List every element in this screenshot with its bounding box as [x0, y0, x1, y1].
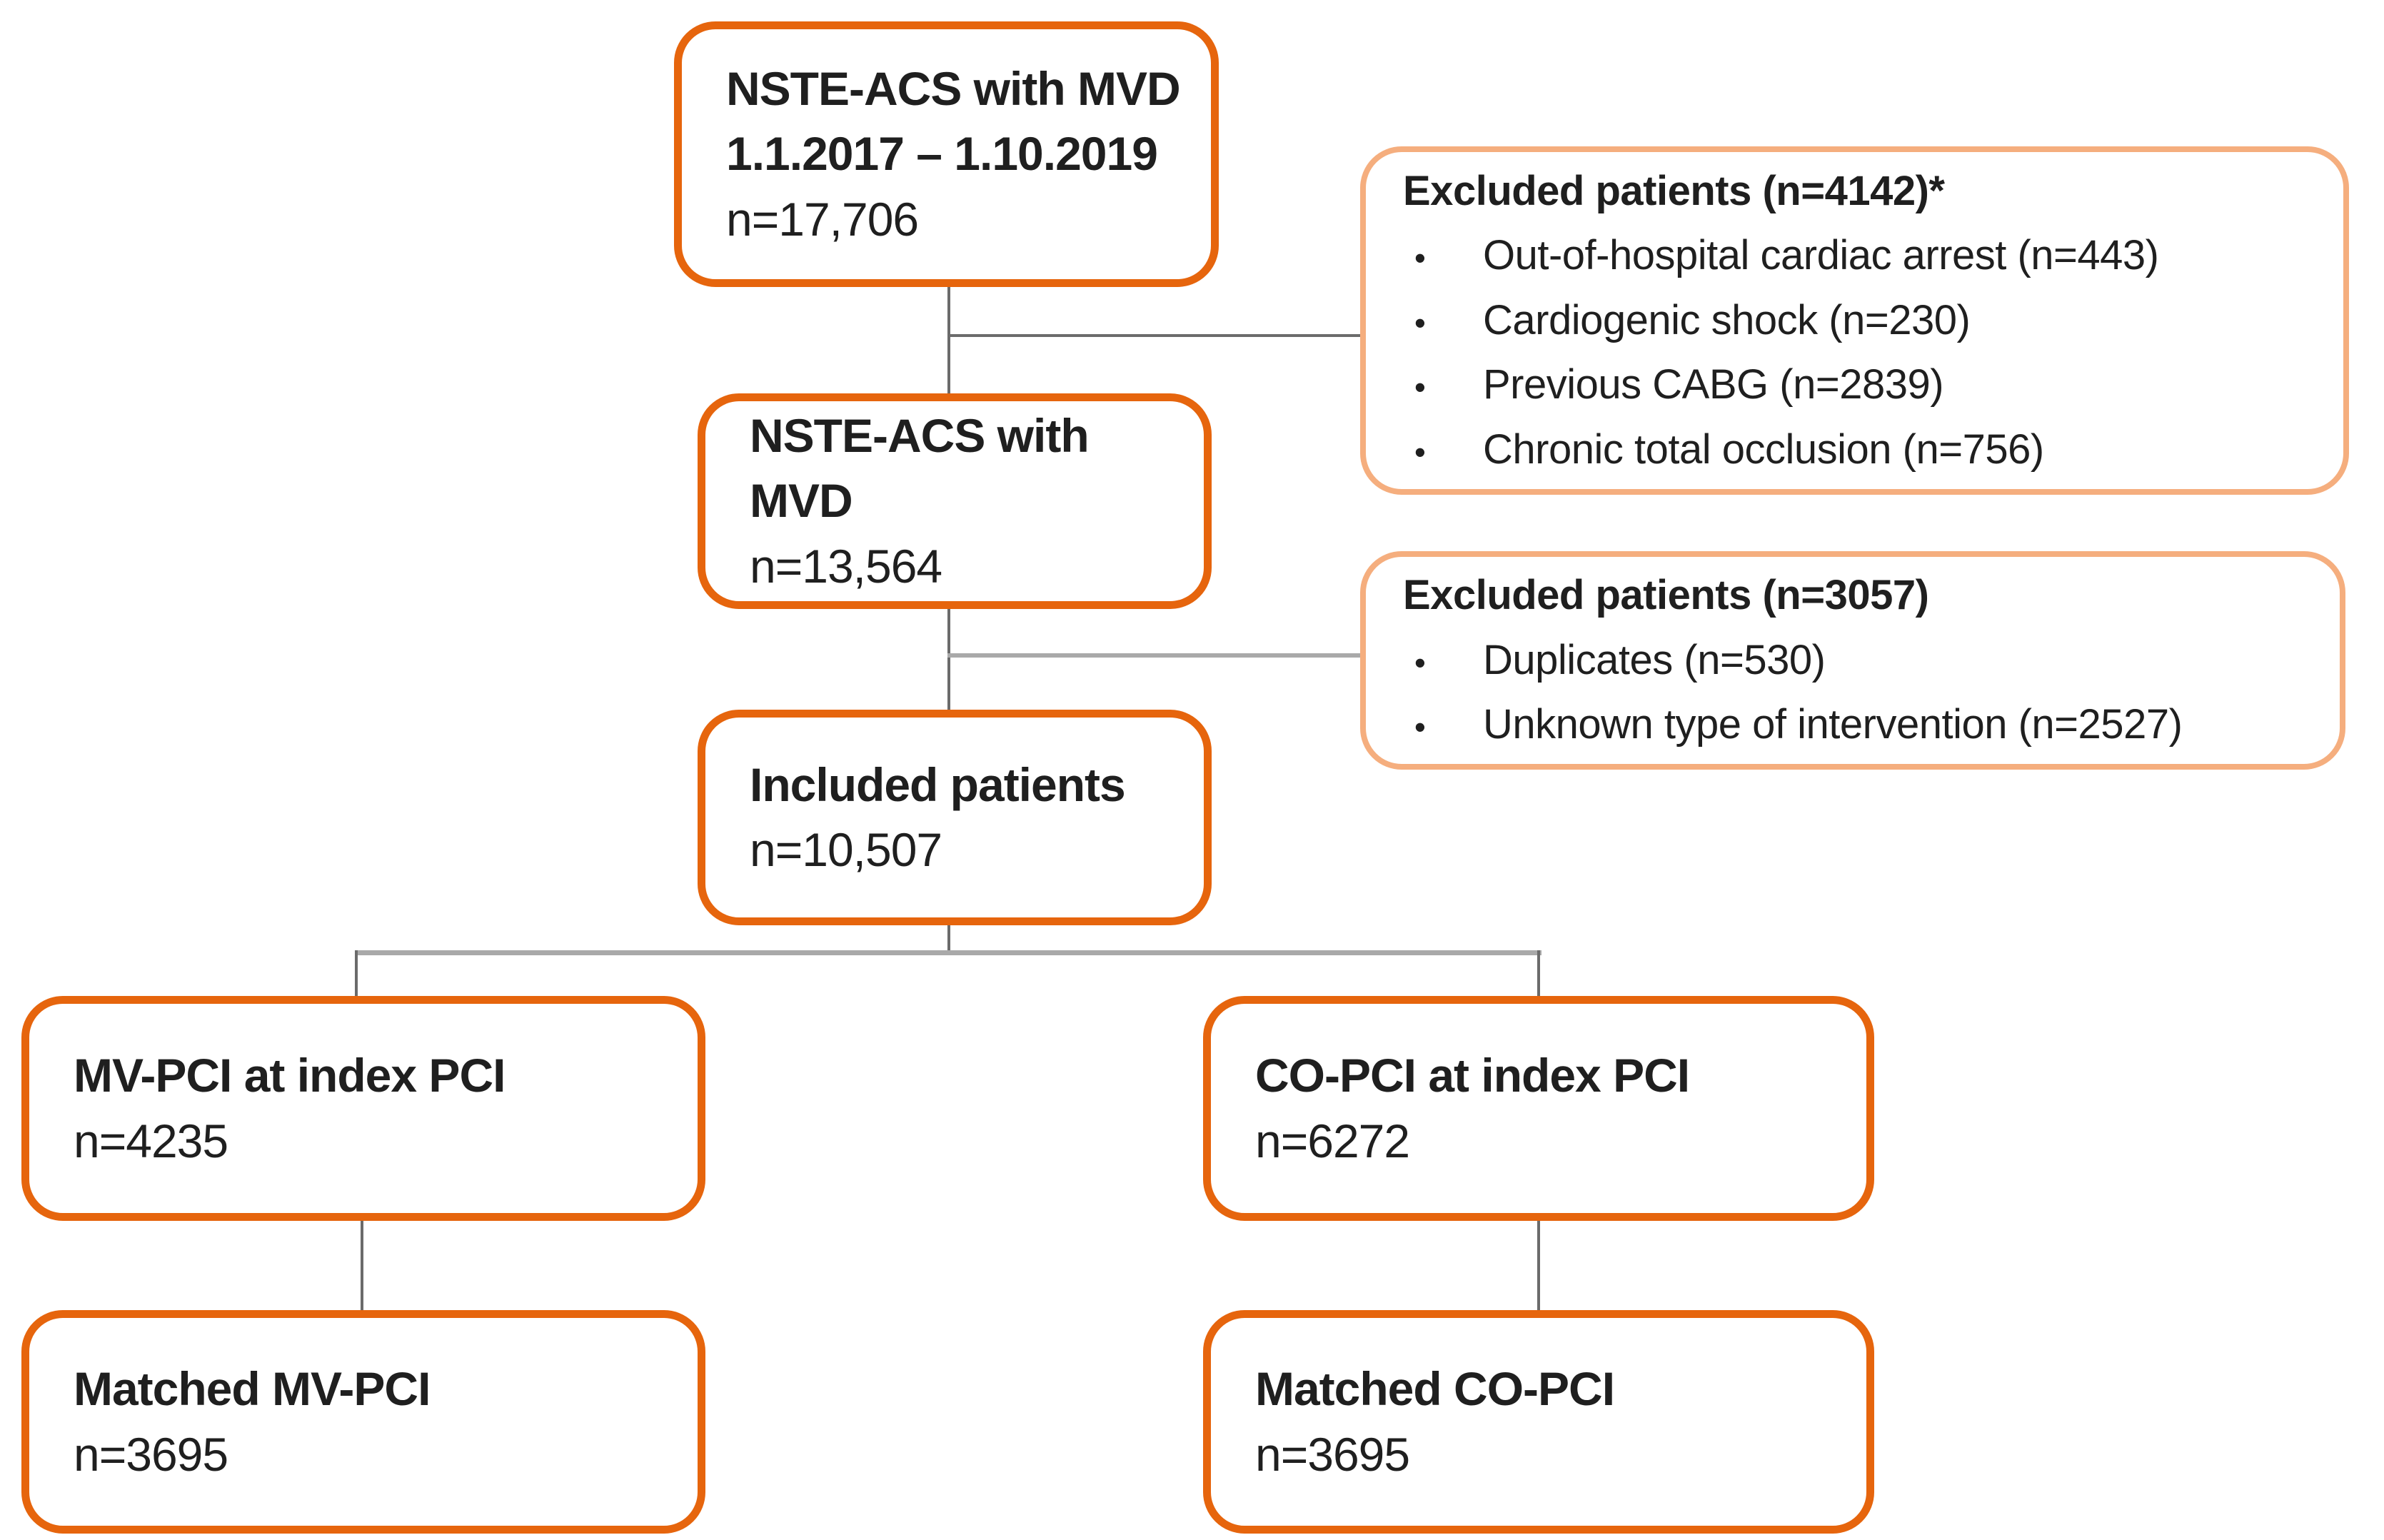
node-count: n=4235: [74, 1114, 228, 1167]
node-title: MV-PCI at index PCI: [74, 1049, 506, 1102]
node-count: n=6272: [1255, 1114, 1410, 1167]
connector-copci-to-matched: [1537, 1219, 1540, 1312]
list-item-label: Chronic total occlusion (n=756): [1483, 426, 2044, 473]
node-title: Excluded patients (n=3057): [1403, 572, 1929, 619]
list-item-label: Duplicates (n=530): [1483, 636, 1826, 683]
node-title: CO-PCI at index PCI: [1255, 1049, 1690, 1102]
connector-split-right-drop: [1537, 950, 1540, 1002]
node-excluded-patients-2: Excluded patients (n=3057) • Duplicates …: [1360, 551, 2345, 770]
node-title: Matched MV-PCI: [74, 1362, 431, 1416]
node-matched-mv-pci: Matched MV-PCI n=3695: [21, 1310, 705, 1534]
connector-split-horizontal: [355, 950, 1541, 955]
node-matched-co-pci: Matched CO-PCI n=3695: [1203, 1310, 1874, 1534]
bullet-icon: •: [1414, 240, 1426, 277]
connector-included-to-split: [947, 922, 950, 955]
node-initial-population: NSTE-ACS with MVD 1.1.2017 – 1.10.2019 n…: [674, 21, 1219, 287]
list-item-label: Out-of-hospital cardiac arrest (n=443): [1483, 232, 2159, 279]
connector-mvpci-to-matched: [361, 1219, 363, 1312]
node-title: NSTE-ACS with MVD: [726, 62, 1181, 116]
list-item: • Out-of-hospital cardiac arrest (n=443): [1403, 223, 2318, 288]
list-item-label: Unknown type of intervention (n=2527): [1483, 701, 2183, 748]
connector-split-left-drop: [355, 950, 358, 1002]
node-title: Excluded patients (n=4142)*: [1403, 167, 1945, 214]
node-count: n=13,564: [750, 539, 942, 593]
node-count: n=3695: [1255, 1427, 1410, 1481]
node-count: n=17,706: [726, 192, 919, 246]
connector-initial-to-nste: [947, 284, 950, 397]
node-title: NSTE-ACS with MVD: [750, 409, 1090, 528]
node-title: Matched CO-PCI: [1255, 1362, 1615, 1416]
list-item: • Cardiogenic shock (n=230): [1403, 288, 2318, 353]
list-item: • Previous CABG (n=2839): [1403, 353, 2318, 417]
list-item-label: Previous CABG (n=2839): [1483, 361, 1944, 408]
node-co-pci: CO-PCI at index PCI n=6272: [1203, 996, 1874, 1221]
bullet-icon: •: [1414, 644, 1426, 681]
connector-to-excluded1: [947, 334, 1365, 337]
bullet-icon: •: [1414, 369, 1426, 406]
node-title: Included patients: [750, 758, 1126, 811]
node-included-patients: Included patients n=10,507: [698, 710, 1212, 925]
list-item: • Duplicates (n=530): [1403, 628, 2314, 693]
bullet-icon: •: [1414, 709, 1426, 746]
list-item: • Chronic total occlusion (n=756): [1403, 418, 2318, 482]
node-excluded-patients-1: Excluded patients (n=4142)* • Out-of-hos…: [1360, 146, 2349, 495]
node-date-range: 1.1.2017 – 1.10.2019: [726, 127, 1158, 181]
node-count: n=3695: [74, 1427, 228, 1481]
connector-nste-to-included: [947, 605, 950, 713]
bullet-icon: •: [1414, 433, 1426, 470]
connector-to-excluded2: [947, 653, 1365, 658]
list-item: • Unknown type of intervention (n=2527): [1403, 693, 2314, 757]
list-item-label: Cardiogenic shock (n=230): [1483, 296, 1971, 343]
node-nste-acs-mvd: NSTE-ACS with MVD n=13,564: [698, 393, 1212, 609]
node-mv-pci: MV-PCI at index PCI n=4235: [21, 996, 705, 1221]
bullet-icon: •: [1414, 304, 1426, 341]
node-count: n=10,507: [750, 823, 942, 876]
